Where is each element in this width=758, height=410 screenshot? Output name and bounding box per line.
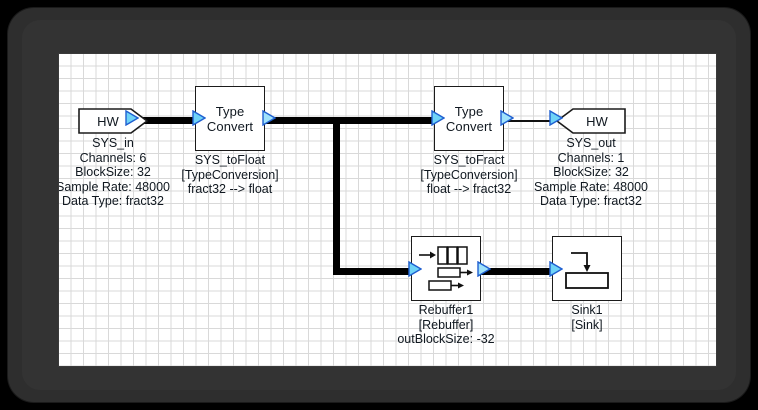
sys-tofract-input-port[interactable] bbox=[431, 110, 445, 126]
sys-tofloat-icon-line-2: Convert bbox=[206, 118, 254, 134]
sys-tofract-output-port[interactable] bbox=[500, 110, 514, 126]
sys-tofract-icon-line-1: Type bbox=[454, 103, 484, 119]
sys-out-input-port[interactable] bbox=[549, 110, 563, 126]
rebuffer1-caption-line-2: outBlockSize: -32 bbox=[397, 332, 495, 346]
device-frame: HW SYS_in Channels: 6 BlockSize: 32 Samp… bbox=[8, 8, 750, 402]
sys-in-caption-line-0: SYS_in bbox=[92, 136, 134, 150]
sys-out-hw-label: HW bbox=[586, 113, 608, 129]
sys-tofract-icon-line-2: Convert bbox=[445, 118, 493, 134]
sys-tofract-caption-line-0: SYS_toFract bbox=[433, 153, 505, 167]
wire-sysin-to-tofloat bbox=[142, 117, 200, 124]
sys-tofract-caption-line-2: float --> fract32 bbox=[426, 182, 512, 196]
sys-out-caption-line-0: SYS_out bbox=[566, 136, 616, 150]
sys-tofloat-icon-line-1: Type bbox=[215, 103, 245, 119]
sink1-input-port[interactable] bbox=[549, 261, 563, 277]
sink1-caption-line-1: [Sink] bbox=[571, 317, 603, 332]
sink1-caption-line-0: Sink1 bbox=[571, 303, 603, 317]
sys-in-caption-line-1: Channels: 6 bbox=[79, 150, 147, 165]
sink1-caption: Sink1 [Sink] bbox=[527, 303, 647, 332]
rebuffer1-caption: Rebuffer1 [Rebuffer] outBlockSize: -32 bbox=[371, 303, 521, 347]
sys-tofloat-caption: SYS_toFloat [TypeConversion] fract32 -->… bbox=[160, 153, 300, 197]
sink-icon bbox=[565, 251, 609, 289]
sys-tofract-caption: SYS_toFract [TypeConversion] float --> f… bbox=[399, 153, 539, 197]
block-sink1[interactable] bbox=[552, 236, 622, 301]
device-frame-inner: HW SYS_in Channels: 6 BlockSize: 32 Samp… bbox=[22, 20, 736, 390]
wire-rebuffer-to-sink bbox=[479, 268, 551, 275]
rebuffer-icon bbox=[419, 245, 473, 291]
rebuffer1-caption-line-1: [Rebuffer] bbox=[418, 317, 474, 332]
wire-tofloat-to-tofract bbox=[265, 117, 437, 124]
sys-out-caption-line-3: Sample Rate: 48000 bbox=[534, 179, 648, 194]
sys-tofloat-output-port[interactable] bbox=[262, 110, 276, 126]
sys-in-output-port[interactable] bbox=[125, 110, 139, 126]
sys-in-caption: SYS_in Channels: 6 BlockSize: 32 Sample … bbox=[58, 136, 203, 209]
rebuffer1-input-port[interactable] bbox=[408, 261, 422, 277]
wire-tofract-to-sysout bbox=[501, 120, 551, 122]
sys-tofloat-input-port[interactable] bbox=[192, 110, 206, 126]
block-sys-out[interactable]: HW bbox=[556, 108, 626, 134]
wire-branch-vertical bbox=[333, 117, 340, 275]
block-sys-tofloat[interactable]: Type Convert bbox=[195, 86, 265, 151]
sys-tofloat-caption-line-2: fract32 --> float bbox=[187, 182, 273, 196]
sys-in-caption-line-2: BlockSize: 32 bbox=[75, 165, 151, 179]
sys-in-caption-line-4: Data Type: fract32 bbox=[62, 194, 164, 208]
block-sys-tofract[interactable]: Type Convert bbox=[434, 86, 504, 151]
sys-tofloat-caption-line-1: [TypeConversion] bbox=[181, 167, 279, 182]
diagram-canvas[interactable]: HW SYS_in Channels: 6 BlockSize: 32 Samp… bbox=[58, 53, 717, 367]
sys-tofloat-caption-line-0: SYS_toFloat bbox=[194, 153, 266, 167]
sys-tofract-caption-line-1: [TypeConversion] bbox=[420, 167, 518, 182]
rebuffer1-caption-line-0: Rebuffer1 bbox=[418, 303, 474, 317]
sys-in-caption-line-3: Sample Rate: 48000 bbox=[58, 179, 170, 194]
rebuffer1-output-port[interactable] bbox=[477, 261, 491, 277]
sys-out-caption: SYS_out Channels: 1 BlockSize: 32 Sample… bbox=[501, 136, 681, 209]
wire-branch-to-rebuffer bbox=[333, 268, 413, 275]
sys-out-caption-line-1: Channels: 1 bbox=[557, 150, 625, 165]
sys-out-caption-line-2: BlockSize: 32 bbox=[553, 165, 629, 179]
sys-in-hw-label: HW bbox=[97, 113, 119, 129]
sys-out-caption-line-4: Data Type: fract32 bbox=[540, 194, 642, 208]
